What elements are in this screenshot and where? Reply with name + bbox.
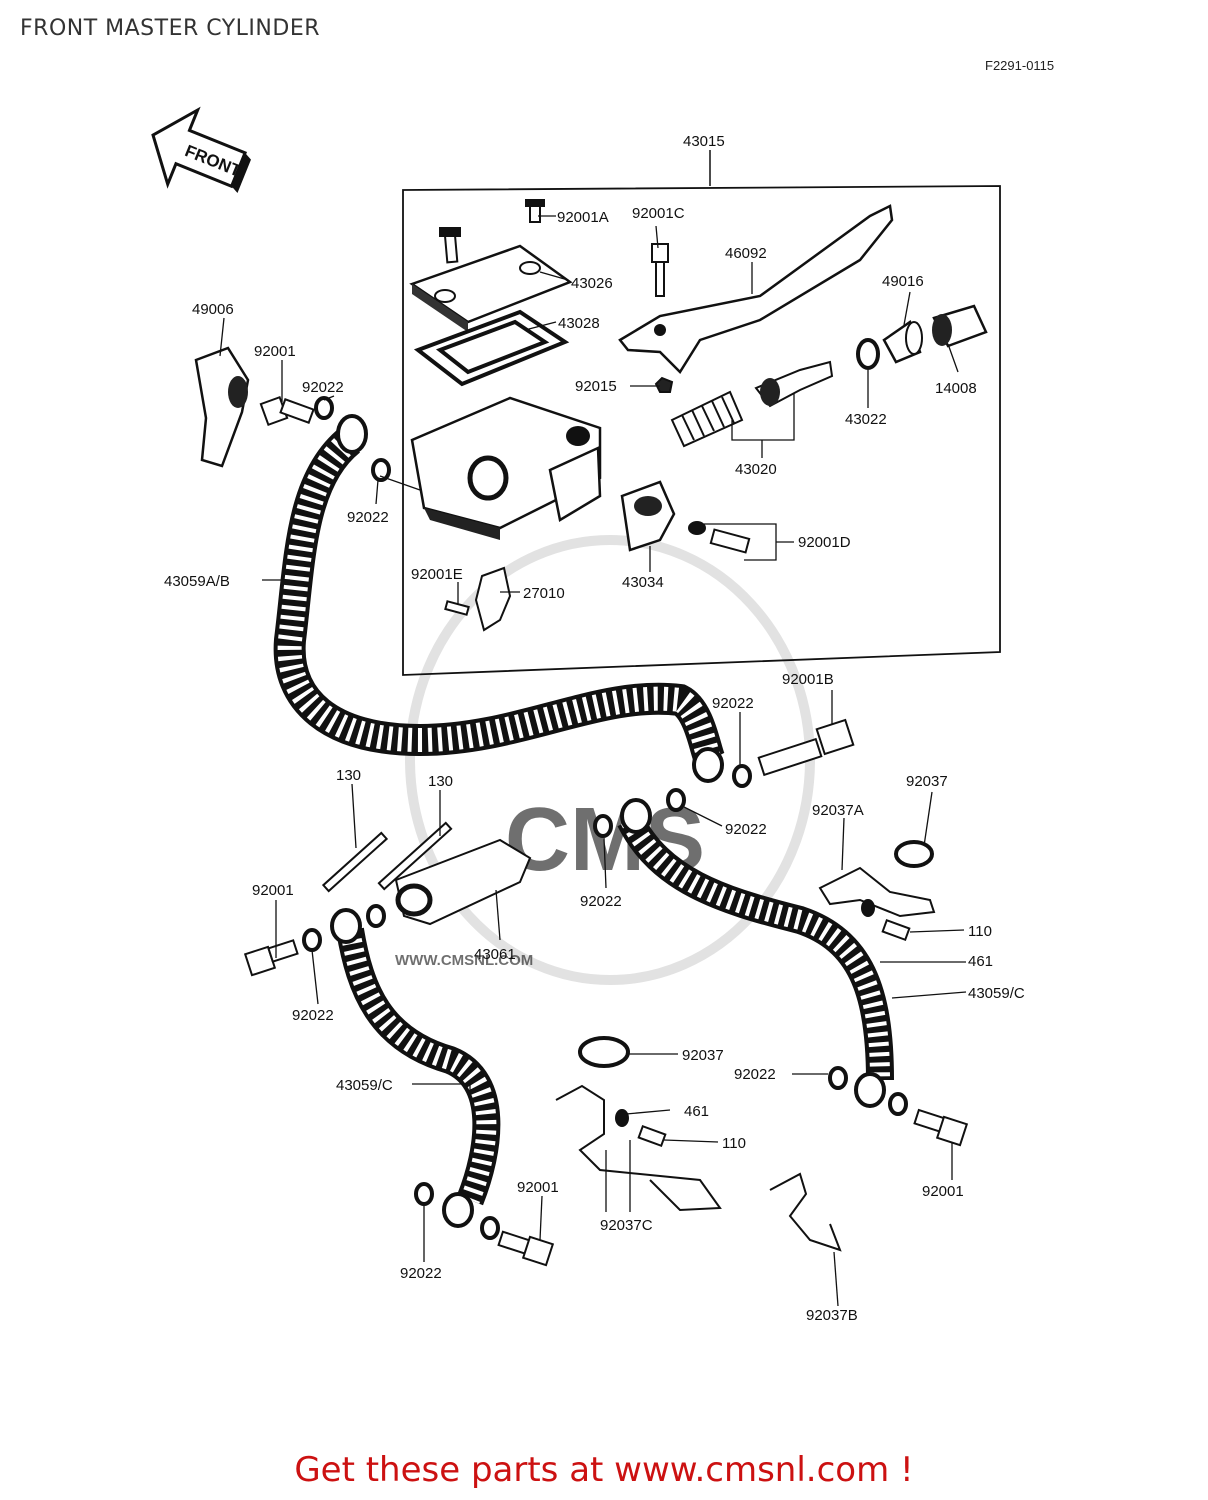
diaphragm [413,309,570,387]
switch-49006 [194,346,250,468]
part-label: 27010 [523,585,565,602]
clamp-92037B [769,1172,842,1252]
part-label: 92022 [725,821,767,838]
part-label: 92001E [411,566,463,583]
brake-lever [618,204,894,374]
part-label: 49006 [192,301,234,318]
pivot-cap [932,304,988,348]
figure-code: F2291-0115 [985,58,1055,73]
hose-43059C-right [617,788,894,1108]
part-label: 92037C [600,1217,653,1234]
hose-43059C-left [330,908,501,1228]
part-label: 461 [968,953,993,970]
part-label: 92001C [632,205,685,222]
part-label: 43059/C [968,985,1025,1002]
clamp-92037C [555,1036,722,1212]
part-label: 43059/C [336,1077,393,1094]
part-label: 92022 [302,379,344,396]
front-arrow-icon: FRONT [151,106,251,193]
part-label: 43061 [474,946,516,963]
joint-43061 [321,814,613,928]
part-label: 43034 [622,574,664,591]
part-label: 92001B [782,671,834,688]
part-label: 92022 [400,1265,442,1282]
part-label: 92022 [712,695,754,712]
hose-43059AB [273,414,725,783]
clamp [620,480,676,552]
part-label: 43020 [735,461,777,478]
banjo-bolt-top [259,395,391,482]
clamp-92037A [818,840,936,942]
part-label: 43015 [683,133,725,150]
part-label: 92022 [292,1007,334,1024]
part-label: 92037A [812,802,864,819]
washer-43022 [856,338,880,370]
part-label: 92037B [806,1307,858,1324]
dust-boot [882,320,923,364]
part-label: 43028 [558,315,600,332]
part-label: 92037 [906,773,948,790]
part-label: 130 [428,773,453,790]
part-label: 130 [336,767,361,784]
master-cylinder-body [410,396,602,540]
banjo-bolt-lower-left [414,1182,555,1267]
part-label: 92022 [734,1066,776,1083]
watermark-url: WWW.CMSNL.COM [395,952,533,969]
part-label: 14008 [935,380,977,397]
part-label: 46092 [725,245,767,262]
part-label: 110 [968,923,992,940]
part-label: 92037 [682,1047,724,1064]
part-label: 49016 [882,273,924,290]
leader-lines [219,215,967,1307]
part-label: 43022 [845,411,887,428]
banjo-bolt-right [828,1066,969,1147]
part-label: 92022 [347,509,389,526]
page-title: FRONT MASTER CYLINDER [20,16,321,41]
part-label: 92001 [517,1179,559,1196]
part-label: 92001 [252,882,294,899]
reservoir-cap [409,244,573,332]
get-parts-link[interactable]: Get these parts at www.cmsnl.com ! [294,1450,914,1490]
part-label: 92001D [798,534,851,551]
banjo-bolt-left [243,928,322,977]
part-label: 92001 [254,343,296,360]
part-label: 43026 [571,275,613,292]
part-label: 461 [684,1103,709,1120]
piston-assembly [670,360,834,448]
assembly-box [402,150,1001,676]
part-labels: 43015 92001A 92001C 46092 43026 43028 49… [164,133,1025,1324]
part-label: 92001A [557,209,609,226]
part-label: 92001 [922,1183,964,1200]
part-label: 43059A/B [164,573,230,590]
banjo-bolt-92001B [732,718,855,788]
part-label: 110 [722,1135,746,1152]
part-label: 92015 [575,378,617,395]
box-screws [439,199,751,632]
part-label: 92022 [580,893,622,910]
